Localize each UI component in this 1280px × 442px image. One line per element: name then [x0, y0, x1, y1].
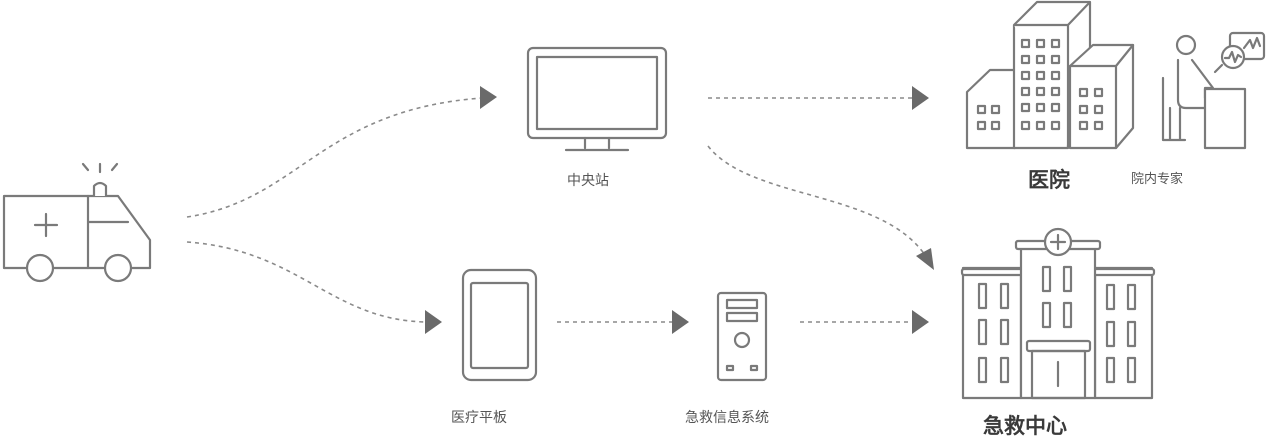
- connector-central-to-hospital: [708, 86, 929, 110]
- medical-tablet-label: 医疗平板: [451, 410, 507, 426]
- monitor-icon: [526, 46, 668, 152]
- ambulance-icon: [2, 162, 152, 283]
- connector-system-to-emergency-center: [800, 310, 929, 334]
- hospital-label: 医院: [1028, 168, 1070, 192]
- hospital-experts-label: 院内专家: [1131, 171, 1183, 187]
- connector-ambulance-to-tablet: [186, 241, 442, 334]
- doctor-expert-icon: [1161, 31, 1266, 150]
- connector-tablet-to-system: [557, 310, 689, 334]
- emergency-info-system-label: 急救信息系统: [685, 409, 769, 426]
- hospital-building-icon: [965, 0, 1135, 150]
- central-station-label: 中央站: [567, 173, 609, 189]
- connector-central-to-emergency-center: [707, 145, 934, 270]
- connector-ambulance-to-central: [186, 86, 497, 218]
- tablet-icon: [461, 268, 538, 382]
- emergency-center-icon: [960, 227, 1156, 400]
- emergency-center-label: 急救中心: [983, 414, 1067, 438]
- server-icon: [716, 291, 768, 382]
